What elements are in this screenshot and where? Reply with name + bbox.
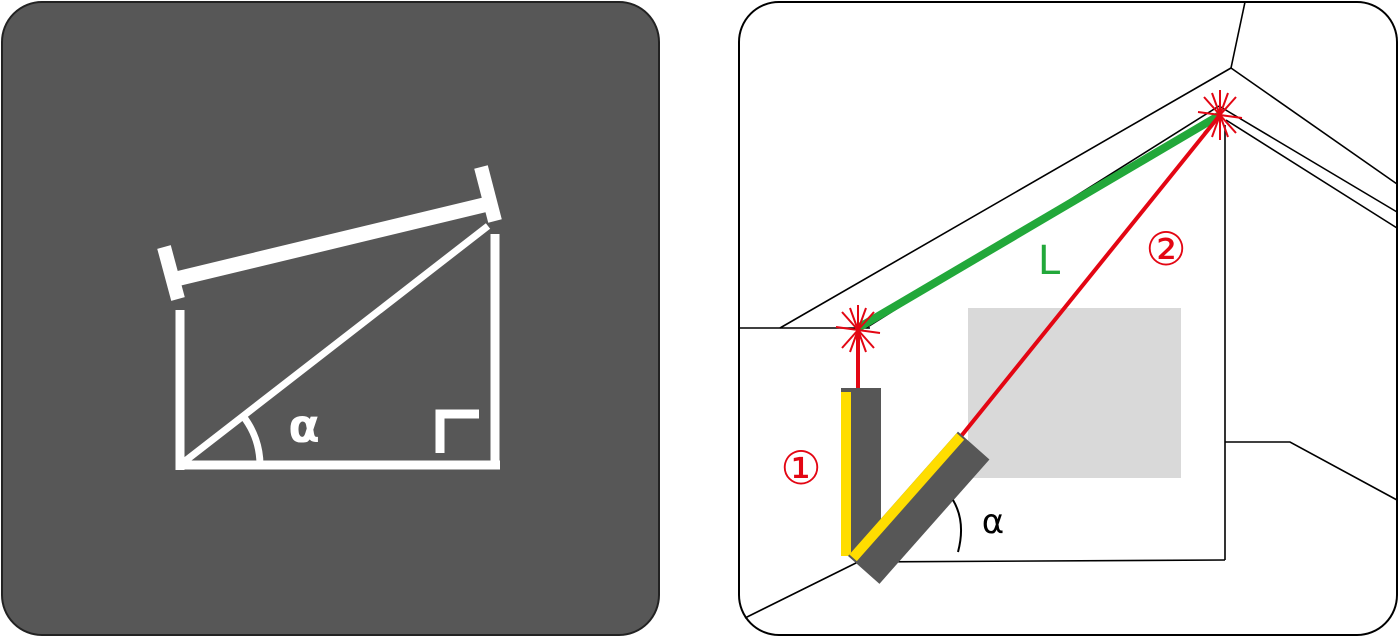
step-2-label: ②: [1145, 222, 1186, 276]
length-label: L: [1038, 238, 1061, 284]
laser-point-1-icon: [835, 305, 881, 355]
slope-measure-icon: [157, 165, 502, 470]
laser-device-tilted: [848, 431, 990, 584]
length-line: [855, 111, 1223, 332]
right-angle-label: α: [982, 502, 1004, 542]
step-1-label: ①: [780, 441, 821, 495]
right-angle-mark: [435, 409, 479, 453]
laser-beam-2: [956, 113, 1222, 442]
left-icon-panel: α: [1, 1, 660, 636]
triangle-hypotenuse: [177, 223, 491, 468]
left-panel-background: [1, 1, 660, 636]
laser-point-2-icon: [1197, 90, 1243, 140]
window: [968, 308, 1181, 478]
length-bar-left-cap: [157, 245, 185, 301]
right-diagram-panel: α ① ② L: [738, 1, 1398, 636]
length-bar-right-cap: [474, 165, 502, 223]
left-angle-label: α: [288, 399, 320, 453]
angle-arc: [240, 413, 264, 466]
angle-arc: [952, 499, 963, 553]
length-bar: [170, 195, 494, 288]
